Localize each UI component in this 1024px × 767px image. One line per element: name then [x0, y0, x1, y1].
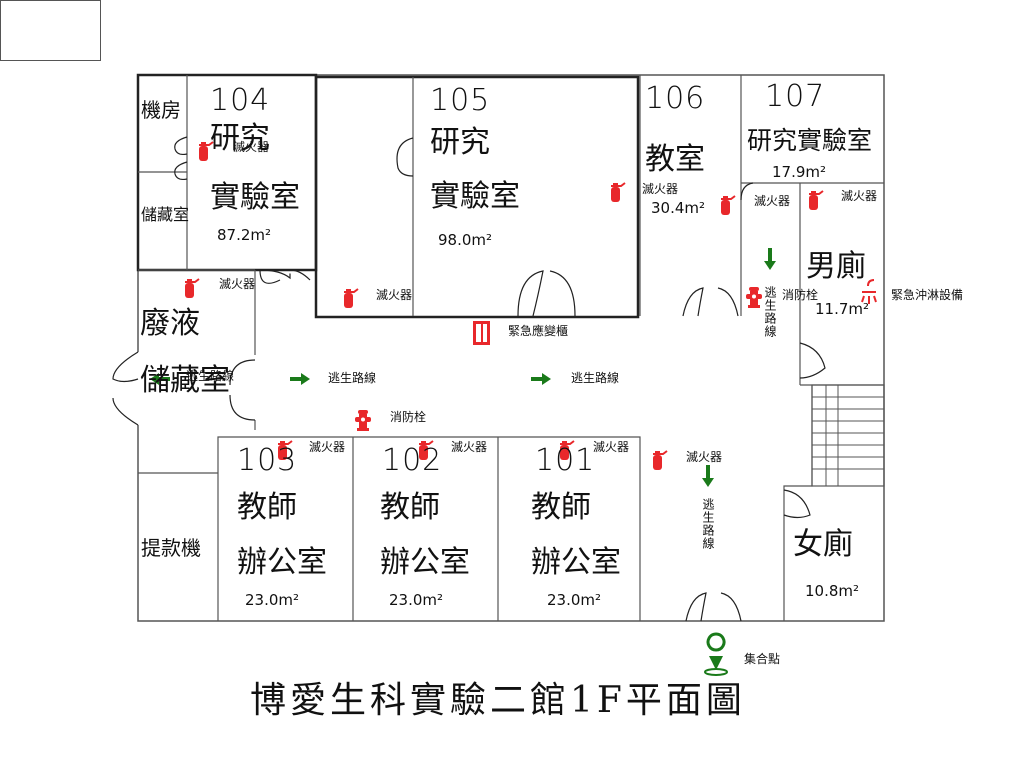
- escape-route-label: 逃生路線: [328, 371, 377, 385]
- room-106-label: 教室: [645, 142, 705, 177]
- fire-extinguisher-icon: [652, 450, 668, 471]
- emergency-shower-icon: [861, 279, 877, 304]
- hydrant-label: 消防栓: [390, 410, 427, 424]
- room-101-label-2: 辦公室: [531, 545, 621, 580]
- assembly-point-icon: [704, 632, 728, 676]
- extinguisher-label: 滅火器: [376, 288, 413, 302]
- room-107-label: 研究實驗室: [747, 126, 873, 155]
- womens-room-area: 10.8m²: [805, 582, 860, 600]
- emergency-cabinet-label: 緊急應變櫃: [508, 324, 569, 338]
- fire-extinguisher-icon: [184, 278, 200, 299]
- extinguisher-label: 滅火器: [309, 440, 346, 454]
- fire-extinguisher-icon: [610, 182, 626, 203]
- escape-arrow-icon: [531, 373, 551, 385]
- extinguisher-label: 滅火器: [841, 189, 878, 203]
- room-102-number: 102: [382, 443, 443, 478]
- corner-box: [0, 0, 101, 61]
- doors: [112, 136, 826, 622]
- fire-extinguisher-icon: [808, 190, 824, 211]
- building-outline: [137, 74, 885, 622]
- extinguisher-label: 滅火器: [754, 194, 791, 208]
- hydrant-label: 消防栓: [782, 288, 819, 302]
- escape-arrow-icon: [702, 465, 714, 487]
- room-101-label: 教師: [531, 490, 591, 525]
- emergency-shower-label: 緊急沖淋設備: [891, 288, 964, 302]
- room-104-label-2: 實驗室: [210, 180, 300, 215]
- room-107-number: 107: [765, 79, 826, 114]
- room-101-area: 23.0m²: [547, 591, 602, 609]
- room-103-label-2: 辦公室: [237, 545, 327, 580]
- room-104-label: 研究: [210, 121, 270, 156]
- fire-extinguisher-icon: [343, 288, 359, 309]
- assembly-point-label: 集合點: [744, 652, 781, 666]
- emergency-cabinet-icon: [473, 321, 490, 345]
- extinguisher-label: 滅火器: [593, 440, 630, 454]
- room-105-area: 98.0m²: [438, 231, 493, 249]
- room-walls: [136, 73, 885, 621]
- stairs: [812, 385, 884, 486]
- room-102-label: 教師: [380, 490, 440, 525]
- room-106-area: 30.4m²: [651, 199, 706, 217]
- room-101-number: 101: [535, 443, 596, 478]
- extinguisher-label: 滅火器: [233, 140, 270, 154]
- extinguisher-label: 滅火器: [642, 182, 679, 196]
- womens-room-label: 女廁: [793, 527, 853, 562]
- escape-route-label: 逃生路線: [701, 498, 715, 550]
- room-102-area: 23.0m²: [389, 591, 444, 609]
- room-105-label: 研究: [430, 125, 490, 160]
- escape-arrow-icon: [764, 248, 776, 270]
- escape-route-label: 逃生路線: [186, 369, 235, 383]
- room-106-number: 106: [645, 81, 706, 116]
- extinguisher-label: 滅火器: [686, 450, 723, 464]
- room-102-label-2: 辦公室: [380, 545, 470, 580]
- waste-storage-label-2: 儲藏室: [140, 363, 230, 398]
- extinguisher-label: 滅火器: [219, 277, 256, 291]
- waste-storage-label: 廢液: [140, 306, 200, 341]
- room-107-area: 17.9m²: [772, 163, 827, 181]
- room-105-number: 105: [430, 83, 491, 118]
- room-103-area: 23.0m²: [245, 591, 300, 609]
- machine-room-label: 機房: [141, 98, 181, 122]
- room-104-area: 87.2m²: [217, 226, 272, 244]
- mens-room-area: 11.7m²: [815, 300, 870, 318]
- escape-route-label: 逃生路線: [571, 371, 620, 385]
- storage-room-label: 儲藏室: [141, 205, 190, 224]
- room-105-label-2: 實驗室: [430, 179, 520, 214]
- room-104-number: 104: [210, 83, 271, 118]
- fire-hydrant-icon: [355, 410, 371, 431]
- escape-route-label: 逃生路線: [763, 286, 777, 338]
- extinguisher-label: 滅火器: [451, 440, 488, 454]
- fire-extinguisher-icon: [720, 195, 736, 216]
- atm-label: 提款機: [141, 536, 201, 560]
- escape-arrow-icon: [290, 373, 310, 385]
- plan-title: 博愛生科實驗二館1F平面圖: [250, 680, 746, 721]
- mens-room-label: 男廁: [806, 249, 866, 284]
- room-103-label: 教師: [237, 490, 297, 525]
- fire-hydrant-icon: [746, 287, 762, 308]
- room-103-number: 103: [237, 443, 298, 478]
